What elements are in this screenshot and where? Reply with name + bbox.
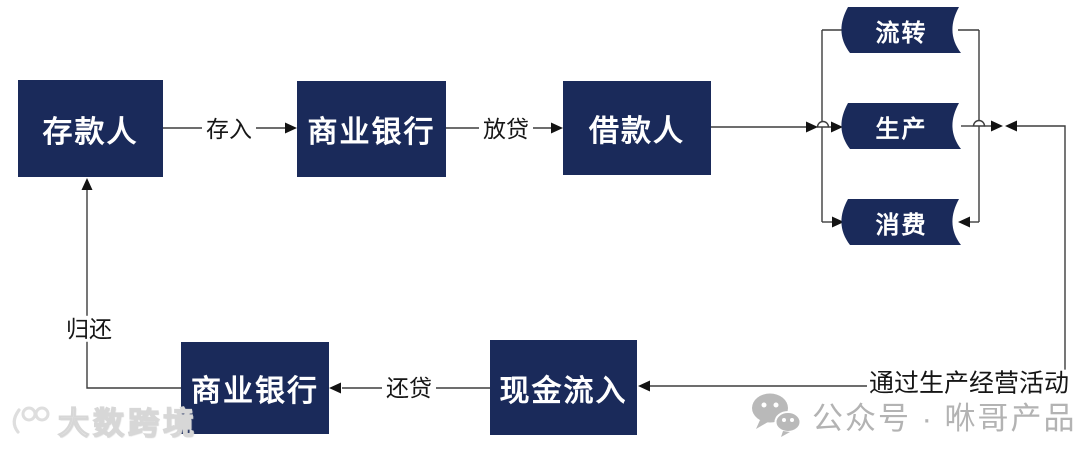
dashu-kuajing-logo-icon bbox=[6, 400, 52, 442]
arrowhead-into-left-bracket bbox=[806, 121, 818, 133]
watermark-wechat-text: 公众号 · 咻哥产品 bbox=[812, 400, 1077, 436]
watermark-dashu-text: 大数跨境 bbox=[57, 405, 198, 441]
arrowhead-into-bank-top bbox=[285, 122, 297, 134]
node-shape-circulation bbox=[841, 7, 961, 53]
node-shape-consumption bbox=[841, 199, 961, 245]
return-path-line bbox=[650, 125, 1066, 387]
line-hop-right bbox=[972, 119, 986, 127]
edge-label-via-production-activities: 通过生产经营活动 bbox=[866, 369, 1072, 399]
node-commercial-bank-bottom: 商业银行 bbox=[181, 342, 329, 434]
edge-label-give-back: 归还 bbox=[62, 315, 116, 343]
arrowhead-production-out-right bbox=[991, 120, 1003, 132]
edge-giveback-line bbox=[86, 190, 181, 389]
wechat-icon bbox=[750, 392, 802, 438]
wave-shapes bbox=[841, 7, 961, 245]
edge-label-lend: 放贷 bbox=[479, 115, 533, 143]
arrowhead-into-consumption-right bbox=[958, 216, 970, 228]
edge-label-repay-loan: 还贷 bbox=[382, 374, 436, 402]
arrowhead-into-production bbox=[831, 121, 843, 133]
arrowhead-into-consumption-left bbox=[832, 216, 844, 228]
node-commercial-bank-top: 商业银行 bbox=[297, 81, 446, 177]
arrowhead-into-bank-bottom bbox=[329, 382, 341, 394]
arrowhead-return-in-left bbox=[1005, 120, 1017, 132]
node-circulation-label: 流转 bbox=[875, 19, 928, 47]
arrowhead-into-borrower bbox=[551, 122, 563, 134]
arrowheads bbox=[81, 120, 1017, 394]
edge-label-deposit: 存入 bbox=[202, 115, 256, 143]
node-cash-inflow: 现金流入 bbox=[490, 340, 637, 435]
arrowhead-into-depositor bbox=[81, 178, 93, 190]
node-depositor: 存款人 bbox=[18, 80, 163, 177]
node-production-label: 生产 bbox=[875, 115, 928, 143]
node-shape-production bbox=[841, 103, 961, 149]
arrowhead-into-cash-inflow bbox=[638, 380, 650, 392]
node-borrower: 借款人 bbox=[563, 81, 711, 175]
watermark-dashu-kuajing: 大数跨境 bbox=[6, 398, 198, 443]
node-consumption-label: 消费 bbox=[875, 211, 928, 239]
watermark-wechat-account: 公众号 · 咻哥产品 bbox=[750, 392, 1077, 438]
line-hop-left bbox=[816, 120, 830, 128]
